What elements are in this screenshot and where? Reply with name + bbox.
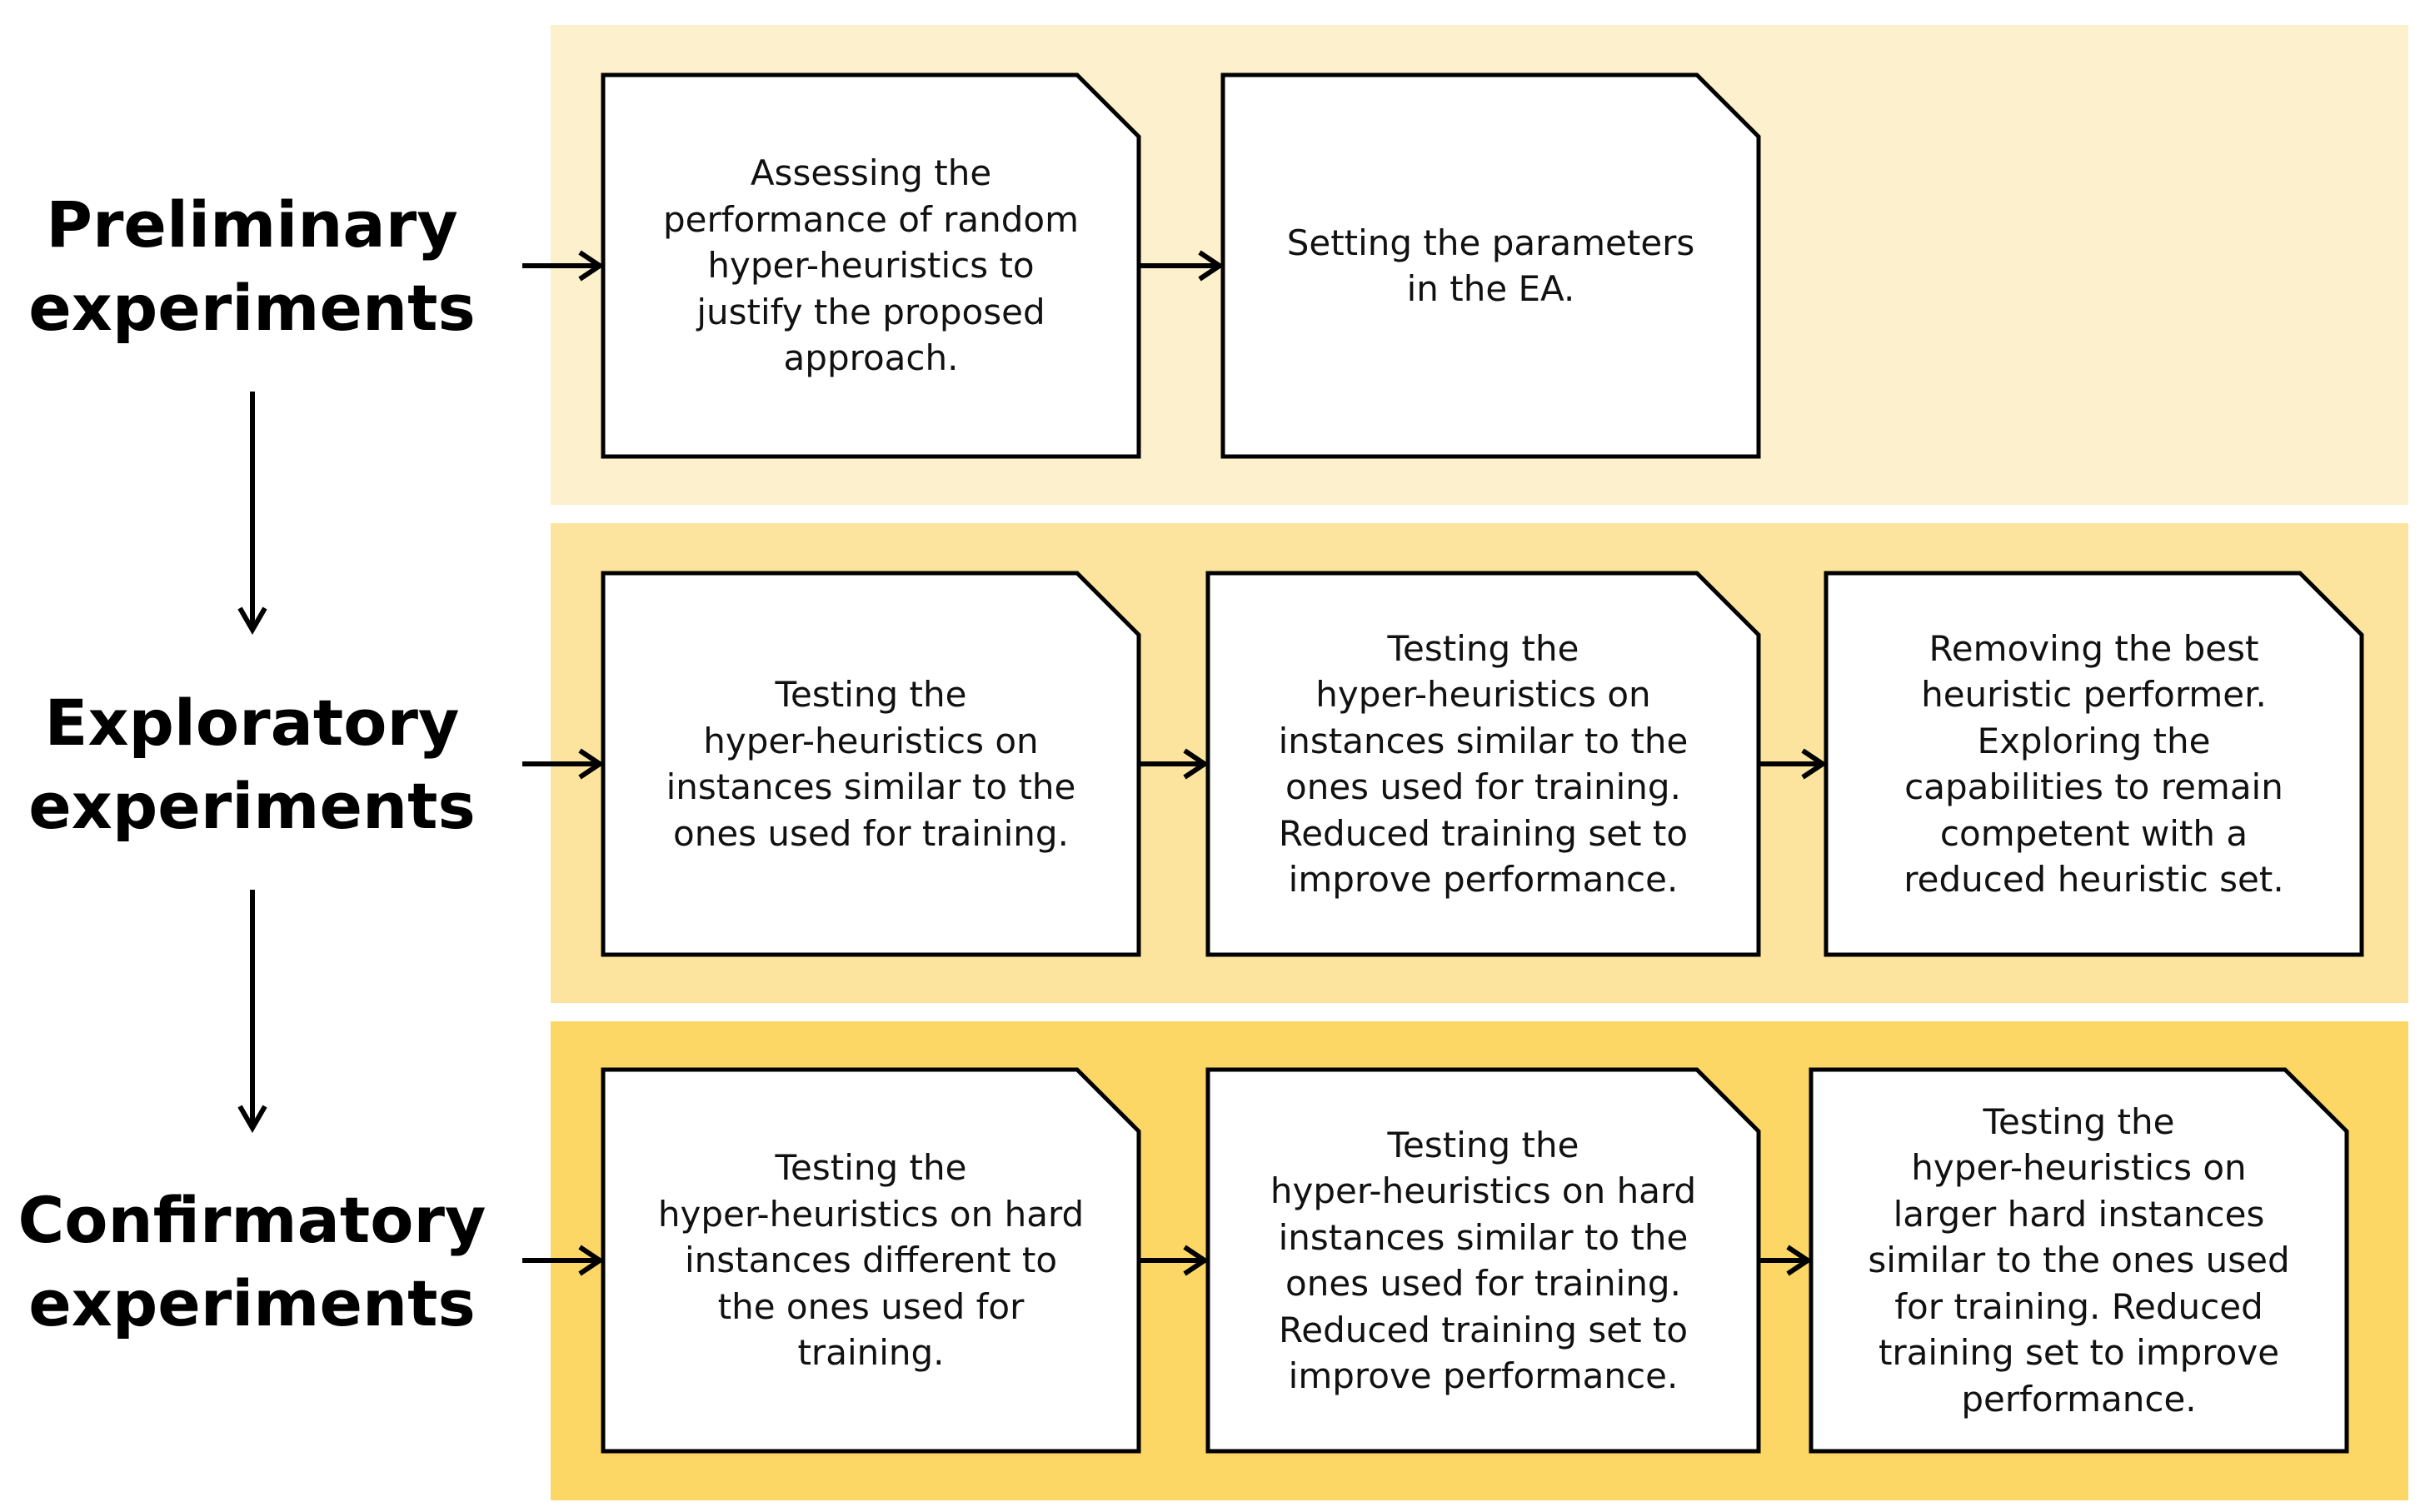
process-box-random-assessment: Assessing the performance of random hype… xyxy=(601,72,1141,459)
document-shape xyxy=(1205,1067,1761,1454)
process-box-test-similar-instances: Testing the hyper-heuristics on instance… xyxy=(601,571,1141,957)
document-shape xyxy=(1809,1067,2349,1454)
box-text: Setting the parameters in the EA. xyxy=(1286,222,1695,310)
arrow-box2-to-box3-row2 xyxy=(1760,748,1828,780)
arrow-label-to-box-row2 xyxy=(522,748,605,780)
exploratory-phase-label: Exploratory experiments xyxy=(28,686,476,843)
process-box-remove-best-heuristic: Removing the best heuristic performer. E… xyxy=(1824,571,2364,957)
document-shape xyxy=(601,72,1141,459)
box-text: Testing the hyper-heuristics on larger h… xyxy=(1868,1100,2290,1420)
arrow-box1-to-box2-row1 xyxy=(1140,250,1225,282)
preliminary-phase-label: Preliminary experiments xyxy=(28,187,476,345)
document-shape xyxy=(1220,72,1761,459)
arrow-label-to-box-row1 xyxy=(522,250,605,282)
document-shape xyxy=(1205,571,1761,957)
arrow-label-to-box-row3 xyxy=(522,1245,605,1276)
document-shape xyxy=(1824,571,2364,957)
box-text: Removing the best heuristic performer. E… xyxy=(1904,627,2284,901)
process-box-hard-similar-instances: Testing the hyper-heuristics on hard ins… xyxy=(1205,1067,1761,1454)
box-text: Assessing the performance of random hype… xyxy=(662,152,1080,379)
box-text: Testing the hyper-heuristics on instance… xyxy=(1278,627,1689,901)
down-arrow-preliminary-to-exploratory xyxy=(237,392,267,636)
box-text: Testing the hyper-heuristics on hard ins… xyxy=(657,1147,1085,1374)
down-arrow-exploratory-to-confirmatory xyxy=(237,890,267,1134)
arrow-box2-to-box3-row3 xyxy=(1760,1245,1813,1276)
arrow-box1-to-box2-row3 xyxy=(1140,1245,1210,1276)
arrow-box1-to-box2-row2 xyxy=(1140,748,1210,780)
process-box-set-ea-parameters: Setting the parameters in the EA. xyxy=(1220,72,1761,459)
document-shape xyxy=(601,1067,1141,1454)
box-text: Testing the hyper-heuristics on hard ins… xyxy=(1270,1124,1697,1397)
process-box-larger-hard-instances: Testing the hyper-heuristics on larger h… xyxy=(1809,1067,2349,1454)
process-box-hard-different-instances: Testing the hyper-heuristics on hard ins… xyxy=(601,1067,1141,1454)
box-text: Testing the hyper-heuristics on instance… xyxy=(666,674,1076,854)
document-shape xyxy=(601,571,1141,957)
process-box-reduced-training-set: Testing the hyper-heuristics on instance… xyxy=(1205,571,1761,957)
confirmatory-phase-label: Confirmatory experiments xyxy=(17,1183,486,1340)
